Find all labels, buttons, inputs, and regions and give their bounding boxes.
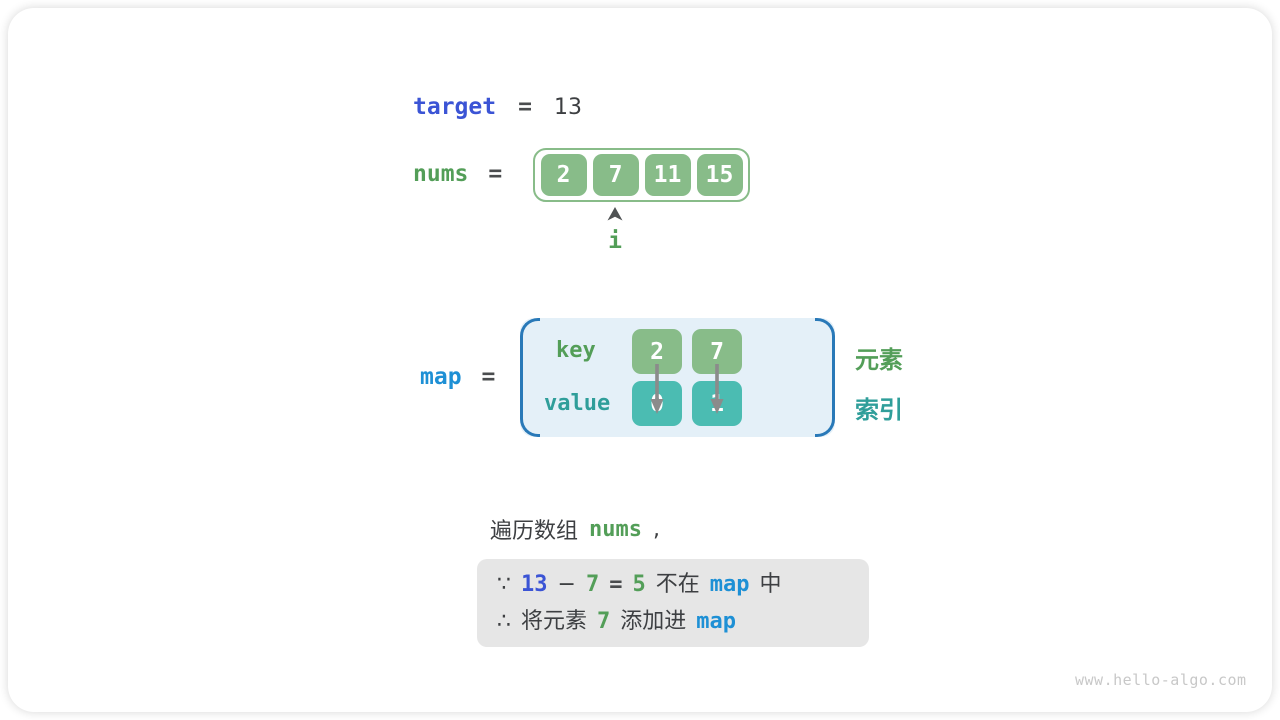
index-pointer-label: i (608, 228, 622, 254)
because-symbol: ∵ (497, 571, 511, 597)
nums-label-row: nums = (413, 161, 502, 187)
caption-comma: , (653, 516, 660, 542)
equals-sign: = (609, 571, 623, 597)
note-text: 中 (759, 571, 782, 597)
map-variable: map (420, 364, 462, 390)
map-key-cell-0: 2 (632, 329, 682, 374)
array-cell-2: 11 (644, 154, 691, 196)
target-row: target = 13 (413, 94, 582, 120)
equals-sign: = (481, 364, 496, 390)
caption-row: 遍历数组 nums , (490, 513, 660, 545)
watermark: www.hello-algo.com (1075, 671, 1247, 689)
equals-sign: = (488, 161, 503, 187)
element-side-label: 元素 (855, 346, 903, 374)
map-key-0-value: 2 (632, 329, 682, 374)
note-difference: 5 (632, 571, 646, 597)
target-value: 13 (553, 94, 582, 120)
therefore-symbol: ∴ (497, 608, 511, 634)
target-variable: target (413, 94, 497, 120)
note-box: ∵ 13 − 7 = 5 不在 map 中 ∴ 将元素 7 添加进 map (477, 559, 869, 647)
map-key-label: key (556, 338, 596, 363)
index-pointer-caret-icon (607, 207, 623, 221)
note-map-token: map (709, 571, 750, 597)
array-cell-3: 15 (696, 154, 743, 196)
nums-variable: nums (413, 161, 469, 187)
note-text: 将元素 (521, 608, 588, 634)
index-side-label: 索引 (855, 396, 903, 424)
note-line-2: ∴ 将元素 7 添加进 map (497, 604, 849, 640)
note-current-number: 7 (597, 608, 611, 634)
array-cell-0: 2 (540, 154, 587, 196)
equals-sign: = (518, 94, 532, 120)
nums-array: 2 7 11 15 (533, 148, 750, 202)
note-current-number: 7 (585, 571, 600, 597)
map-right-bracket (815, 318, 835, 437)
caption-nums-token: nums (589, 516, 642, 542)
note-text: 添加进 (620, 608, 687, 634)
caption-text: 遍历数组 (490, 519, 579, 544)
key-to-value-arrow-icon (650, 364, 664, 414)
map-container: key value 2 7 0 1 (520, 318, 835, 437)
minus-sign: − (557, 571, 576, 597)
note-text: 不在 (655, 571, 700, 597)
note-line-1: ∵ 13 − 7 = 5 不在 map 中 (497, 567, 849, 603)
map-label-row: map = (420, 364, 495, 390)
map-left-bracket (520, 318, 540, 437)
note-map-token: map (696, 608, 737, 634)
array-cell-1: 7 (592, 154, 639, 196)
map-value-label: value (544, 391, 611, 416)
note-target-value: 13 (521, 571, 548, 597)
key-to-value-arrow-icon (710, 364, 724, 414)
